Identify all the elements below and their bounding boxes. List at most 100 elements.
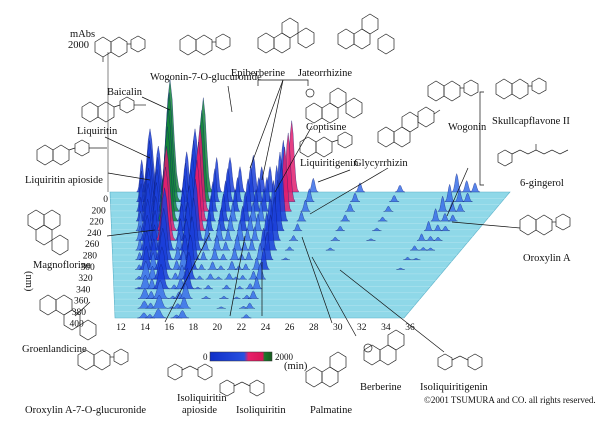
wavelength-tick-label: 240 — [87, 229, 102, 239]
time-tick-label: 24 — [261, 323, 271, 333]
peak-ridge — [426, 247, 436, 251]
peak-ridge — [195, 275, 204, 280]
label-6-gingerol: 6-gingerol — [520, 178, 564, 189]
color-scale: 0 2000 — [203, 351, 294, 362]
time-tick-label: 30 — [333, 323, 343, 333]
time-tick-label: 20 — [213, 323, 223, 333]
peak-ridge — [247, 239, 257, 251]
time-tick-label: 28 — [309, 323, 319, 333]
peak-ridge — [175, 309, 190, 319]
label-palmatine: Palmatine — [310, 405, 352, 416]
structure-glycyrrhizin — [377, 106, 441, 148]
peak-ridge — [451, 173, 462, 193]
structure-baicalin — [94, 35, 146, 62]
wavelength-tick-label: 0 — [103, 195, 108, 205]
peak-ridge — [354, 182, 366, 193]
structure-wogonin-7-o-glucuronide — [179, 33, 231, 56]
structure-groenlandicine — [39, 294, 97, 341]
structure-isoliquiritigenin — [437, 353, 483, 371]
wavelength-tick-label: 280 — [83, 252, 98, 262]
label-epiberberine: Epiberberine — [231, 68, 286, 79]
wavelength-tick-label: 400 — [70, 319, 85, 329]
peak-ridge — [394, 184, 406, 193]
wavelength-tick-label: 360 — [74, 297, 89, 307]
leader-lines — [74, 79, 521, 353]
peak-ridge — [296, 211, 307, 222]
label-oroxylin-a: Oroxylin A — [523, 253, 571, 264]
time-tick-label: 32 — [357, 323, 367, 333]
label-groenlandicine: Groenlandicine — [22, 344, 87, 355]
wavelength-tick-label: 380 — [72, 308, 87, 318]
peak-ridge — [216, 265, 226, 270]
wavelength-tick-label: 300 — [81, 263, 96, 273]
wavelength-tick-label: 260 — [85, 240, 100, 250]
label-jateorrhizine: Jateorrhizine — [298, 68, 353, 79]
peak-ridge — [345, 203, 356, 212]
peak-ridge — [152, 263, 170, 290]
label-skullcapflavone-ii: Skullcapflavone II — [492, 116, 570, 127]
peak-ridge — [447, 214, 458, 222]
peak-ridge — [241, 314, 252, 319]
wavelength-tick-label: 220 — [89, 218, 104, 228]
peak-ridge — [178, 282, 193, 299]
peak-ridge — [350, 192, 361, 202]
label-isoliquiritin-apioside-line2: apioside — [182, 405, 217, 416]
structure-magnoflorine — [27, 209, 69, 256]
structure-liquiritin — [81, 96, 146, 123]
structure-skullcapflavone-ii — [495, 77, 547, 100]
peak-ridge — [218, 253, 228, 260]
peak-ridge — [150, 294, 168, 309]
structure-isoliquiritin — [219, 379, 265, 397]
peak-ridge — [335, 225, 345, 231]
peak-ridge — [433, 236, 443, 241]
peak-ridge — [469, 182, 481, 193]
peak-ridge — [340, 214, 350, 222]
structure-oroxylin-a-7-o-glucuronide — [77, 348, 129, 371]
label-isoliquiritin-apioside-line1: Isoliquiritin — [177, 393, 227, 404]
peak-ridge — [461, 180, 472, 193]
label-liquiritin-apioside: Liquiritin apioside — [25, 175, 103, 186]
peak-ridge — [462, 192, 473, 202]
peak-ridge — [197, 263, 206, 270]
peak-ridge — [241, 263, 250, 270]
peak-ridge — [281, 257, 290, 260]
peak-ridge — [225, 215, 236, 231]
peak-ridge — [219, 295, 229, 299]
peak-ridge — [150, 308, 167, 319]
peak-ridge — [383, 205, 394, 212]
wavelength-tick-label: 340 — [76, 285, 91, 295]
time-tick-label: 26 — [285, 323, 295, 333]
peak-ridge — [221, 241, 231, 251]
peak-ridge — [209, 248, 220, 260]
color-scale-bar — [209, 351, 273, 362]
color-scale-min: 0 — [203, 352, 208, 362]
label-wogonin-7-o-glucuronide: Wogonin-7-O-glucuronide — [150, 72, 262, 83]
peak-ridge — [244, 251, 254, 260]
peak-ridge — [216, 306, 226, 309]
absorbance-max: 2000 — [68, 40, 89, 51]
time-tick-label: 22 — [237, 323, 247, 333]
peak-ridge — [223, 228, 233, 241]
color-scale-max: 2000 — [275, 352, 294, 362]
peak-ridge — [292, 223, 303, 231]
wavelength-tick-label: 320 — [78, 274, 93, 284]
peak-ridge — [151, 279, 169, 299]
label-wogonin: Wogonin — [448, 122, 487, 133]
absorbance-unit: mAbs — [70, 29, 95, 40]
peak-ridge — [199, 251, 208, 260]
peak-ridge — [325, 247, 335, 251]
peak-ridge — [232, 296, 241, 299]
structure-palmatine — [305, 351, 347, 388]
peak-ridge — [455, 203, 466, 212]
time-tick-label: 14 — [140, 323, 150, 333]
structure-oroxylin-a — [519, 213, 571, 236]
peak-ridge — [153, 228, 173, 270]
structure-liquiritin-apioside — [36, 139, 107, 166]
peak-ridge — [330, 236, 340, 241]
peak-surfaces — [134, 79, 481, 319]
peak-ridge — [366, 238, 376, 241]
structure-isoliquiritin-apioside — [167, 363, 213, 381]
peak-ridge — [247, 290, 259, 299]
peak-ridge — [288, 235, 299, 241]
